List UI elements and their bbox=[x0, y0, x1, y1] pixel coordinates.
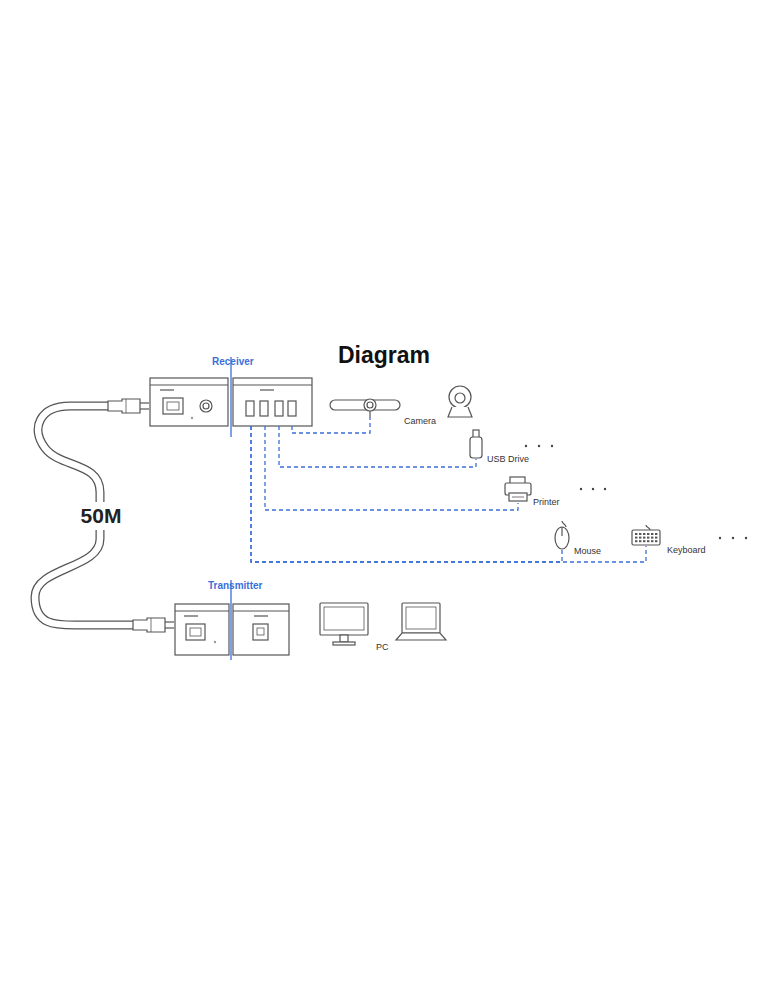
device-label: Mouse bbox=[574, 546, 601, 557]
usb-drive-device: USB Drive bbox=[469, 429, 483, 459]
cable-length: 50M bbox=[79, 502, 124, 530]
rj45-plug bbox=[108, 399, 140, 413]
plug-tip bbox=[140, 402, 149, 403]
printer-device: Printer bbox=[504, 477, 531, 503]
dashed-connection bbox=[292, 418, 370, 433]
mouse-device: Mouse bbox=[554, 520, 570, 550]
plug-tip bbox=[165, 627, 174, 628]
transmitter-box: Transmitter bbox=[175, 604, 289, 655]
key bbox=[643, 540, 645, 542]
device-label: Camera bbox=[404, 416, 436, 427]
key bbox=[655, 540, 657, 542]
connector bbox=[35, 399, 174, 632]
device-label: PC bbox=[376, 642, 389, 653]
camera-device: Camera bbox=[328, 384, 478, 418]
cable-outline bbox=[35, 406, 135, 625]
device-label: Printer bbox=[533, 497, 560, 508]
transmitter-unit bbox=[175, 604, 289, 655]
key bbox=[655, 537, 657, 539]
transmitter-markings bbox=[184, 615, 268, 643]
dashed-connection bbox=[279, 426, 476, 467]
key bbox=[651, 540, 653, 542]
connector bbox=[279, 426, 476, 467]
keyboard-keys bbox=[635, 533, 657, 542]
key bbox=[643, 537, 645, 539]
pc-device: PC bbox=[318, 602, 448, 656]
device-icons bbox=[320, 386, 660, 645]
dashed-connection bbox=[251, 426, 562, 562]
key bbox=[639, 533, 641, 535]
connector bbox=[251, 426, 646, 562]
key bbox=[647, 533, 649, 535]
key bbox=[651, 537, 653, 539]
divider-line bbox=[230, 357, 231, 437]
divider-line bbox=[230, 580, 231, 660]
cable-core bbox=[35, 406, 135, 625]
key bbox=[635, 533, 637, 535]
plug-latch bbox=[151, 618, 152, 632]
connector bbox=[265, 426, 518, 510]
receiver-markings bbox=[160, 389, 274, 419]
connector bbox=[292, 418, 370, 433]
unit-label: Transmitter bbox=[208, 580, 262, 592]
key bbox=[651, 533, 653, 535]
key bbox=[635, 537, 637, 539]
key bbox=[655, 533, 657, 535]
device-label: Keyboard bbox=[667, 545, 706, 556]
key bbox=[639, 540, 641, 542]
key bbox=[635, 540, 637, 542]
diagram-title: Diagram bbox=[338, 341, 430, 369]
key bbox=[639, 537, 641, 539]
keyboard-device: Keyboard bbox=[631, 524, 661, 546]
receiver-box: Receiver bbox=[150, 378, 312, 426]
plug-latch bbox=[126, 399, 127, 413]
key bbox=[647, 540, 649, 542]
dashed-connection bbox=[251, 426, 646, 562]
plug-tip bbox=[140, 408, 149, 409]
rj45-plug bbox=[133, 618, 165, 632]
connector bbox=[251, 426, 562, 562]
device-label: USB Drive bbox=[487, 454, 529, 465]
key bbox=[647, 537, 649, 539]
plug-tip bbox=[165, 621, 174, 622]
unit-label: Receiver bbox=[212, 356, 254, 368]
continuation-dots bbox=[525, 445, 747, 539]
dashed-connection bbox=[265, 426, 518, 510]
key bbox=[643, 533, 645, 535]
